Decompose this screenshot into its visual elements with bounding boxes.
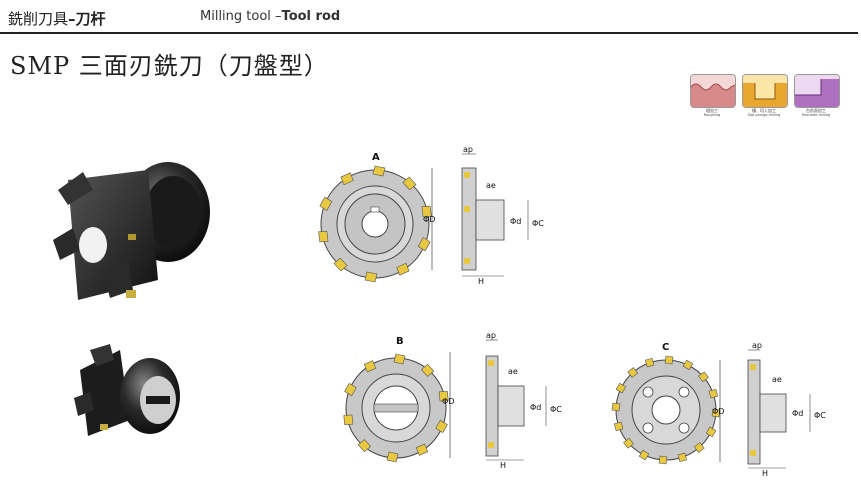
badge-caption-en: Roughing (703, 113, 721, 117)
header-rule (0, 32, 858, 34)
page-header: 銑削刀具–刀杆 Milling tool –Tool rod (0, 0, 861, 32)
diagram-a-phi-c: ΦC (532, 219, 544, 228)
diagram-b-phi-d: Φd (530, 403, 541, 412)
diagram-a-ap: ap (463, 146, 473, 154)
product-photo-small (70, 340, 190, 454)
badge-caption: 台阶面加工 (806, 108, 826, 113)
badge-caption: 槽、切入加工 (752, 108, 776, 113)
diagram-c-phi-d: Φd (792, 409, 803, 418)
application-badges: 粗加工 Roughing 槽、切入加工 Slot plunge milling … (690, 74, 850, 120)
diagram-b-letter: B (396, 336, 404, 347)
badge-caption-en: Slot plunge milling (747, 113, 781, 117)
diagram-b-ae: ae (508, 367, 518, 376)
diagram-c-h: H (762, 469, 768, 478)
diagram-a-phi-d-outer: ΦD (423, 215, 435, 224)
diagram-c-ae: ae (772, 375, 782, 384)
header-category-en: Milling tool –Tool rod (200, 9, 341, 24)
slot-milling-icon (742, 74, 788, 108)
diagram-c-phi-c: ΦC (814, 411, 826, 420)
badge-shoulder: 台阶面加工 Shoulder milling (794, 74, 840, 118)
diagram-c-letter: C (662, 342, 669, 353)
badge-caption: 粗加工 (706, 108, 718, 113)
diagram-c: C (602, 338, 842, 482)
diagram-a-letter: A (372, 152, 380, 163)
diagram-b-phi-c: ΦC (550, 405, 562, 414)
badge-roughing: 粗加工 Roughing (690, 74, 736, 118)
diagram-a-h: H (478, 277, 484, 286)
header-category-cn: 銑削刀具–刀杆 (8, 10, 106, 28)
diagram-b-phi-d-outer: ΦD (442, 397, 454, 406)
diagram-b-ap: ap (486, 332, 496, 340)
diagram-a-phi-d: Φd (510, 217, 521, 226)
roughing-icon (690, 74, 736, 108)
diagram-c-phi-d-outer: ΦD (712, 407, 724, 416)
product-photo-large (48, 150, 218, 314)
badge-caption-en: Shoulder milling (801, 113, 831, 117)
diagram-a: A ΦD ap (310, 145, 560, 290)
shoulder-milling-icon (794, 74, 840, 108)
diagram-b-h: H (500, 461, 506, 470)
diagram-a-ae: ae (486, 181, 496, 190)
diagram-b: B ΦD ap ae Φ (336, 331, 576, 476)
badge-slot-plunge: 槽、切入加工 Slot plunge milling (742, 74, 788, 118)
diagram-c-ap: ap (752, 341, 762, 350)
page-title: SMP 三面刃銑刀（刀盤型） (10, 52, 329, 80)
